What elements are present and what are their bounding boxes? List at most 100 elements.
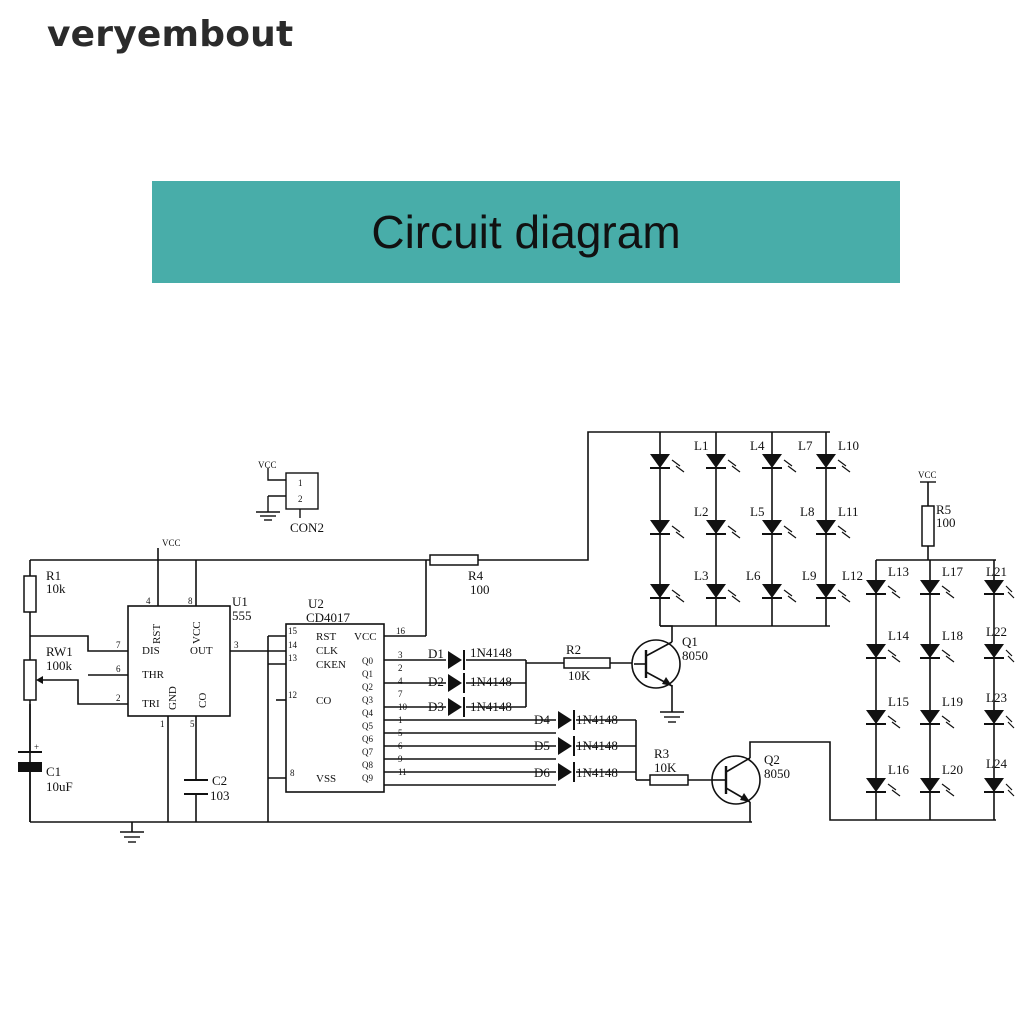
ic-u1-555: U1 555 DIS THR TRI OUT RST VCC GND CO 4 … <box>116 594 252 729</box>
u1-num-6: 6 <box>116 664 121 674</box>
u2-pin-cken: CKEN <box>316 659 346 671</box>
led-l1-label: L1 <box>694 438 708 453</box>
led-l8: L8 <box>762 504 814 539</box>
q1-type: 8050 <box>682 648 708 663</box>
led-l17-label: L17 <box>942 564 963 579</box>
u2-outnum-8: 9 <box>398 754 403 764</box>
led-l8-label: L8 <box>800 504 814 519</box>
u2-out-q3: Q3 <box>362 695 373 705</box>
diode-d2: D2 1N4148 <box>428 673 512 693</box>
led-l23-label: L23 <box>986 690 1007 705</box>
u2-out-q8: Q8 <box>362 760 373 770</box>
d1-type: 1N4148 <box>470 645 512 660</box>
capacitor-c1: + C1 10uF <box>18 742 73 794</box>
d5-name: D5 <box>534 738 550 753</box>
led-l13: L13 <box>866 564 909 599</box>
d3-name: D3 <box>428 699 444 714</box>
led-l6: L6 <box>706 568 761 603</box>
u2-outnum-5: 1 <box>398 715 403 725</box>
potentiometer-rw1: RW1 100k <box>23 644 73 701</box>
u2-name: U2 <box>308 596 324 611</box>
led-l18-label: L18 <box>942 628 963 643</box>
diode-d1: D1 1N4148 <box>428 645 512 670</box>
r2-name: R2 <box>566 642 581 657</box>
banner-title: Circuit diagram <box>371 206 681 258</box>
u2-out-q4: Q4 <box>362 708 373 718</box>
d5-type: 1N4148 <box>576 738 618 753</box>
diode-d5: D5 1N4148 <box>534 736 618 756</box>
transistor-q2: Q2 8050 <box>711 752 790 805</box>
led-l22: L22 <box>984 624 1015 663</box>
u2-out-q9: Q9 <box>362 773 373 783</box>
rw1-name: RW1 <box>46 644 73 659</box>
u2-pin-vcc: VCC <box>354 631 377 643</box>
resistor-r3: R3 10K <box>649 746 689 786</box>
c2-name: C2 <box>212 773 227 788</box>
led-l15-label: L15 <box>888 694 909 709</box>
u2-pin-clk: CLK <box>316 645 338 657</box>
d2-name: D2 <box>428 674 444 689</box>
u2-output-numbers: 3 2 4 7 10 1 5 6 9 11 <box>398 650 408 777</box>
u1-pin-out: OUT <box>190 645 213 657</box>
led-l19: L19 <box>920 694 963 729</box>
led-l23: L23 <box>984 690 1015 729</box>
c1-value: 10uF <box>46 779 73 794</box>
led-l17: L17 <box>920 564 963 599</box>
u1-pin-co: CO <box>197 693 209 708</box>
q2-type: 8050 <box>764 766 790 781</box>
led-matrix-2: L13 L17 L21 L14 L18 L22 <box>866 564 1015 797</box>
u1-num-5: 5 <box>190 719 195 729</box>
led-l10: L10 <box>816 438 859 473</box>
u2-outnum-0: 3 <box>398 650 403 660</box>
con2-pin2: 2 <box>298 494 303 504</box>
u2-out-q5: Q5 <box>362 721 373 731</box>
led-l7-label: L7 <box>798 438 813 453</box>
led-l4: L4 <box>706 438 765 473</box>
r3-name: R3 <box>654 746 669 761</box>
u2-outnum-4: 10 <box>398 702 408 712</box>
u1-pin-vcc: VCC <box>191 621 203 644</box>
led-l16: L16 <box>866 762 909 797</box>
led-l5-label: L5 <box>750 504 764 519</box>
u1-pin-gnd: GND <box>167 686 179 710</box>
u2-outnum-3: 7 <box>398 689 403 699</box>
r4-value: 100 <box>470 582 490 597</box>
con2-vcc-label: VCC <box>258 460 277 470</box>
c1-name: C1 <box>46 764 61 779</box>
led-l24: L24 <box>984 756 1015 797</box>
u2-outnum-1: 2 <box>398 663 403 673</box>
led-l11: L11 <box>816 504 858 539</box>
d6-name: D6 <box>534 765 550 780</box>
u2-out-q6: Q6 <box>362 734 373 744</box>
ground-symbol <box>120 831 144 843</box>
led-l1: L1 <box>650 438 708 473</box>
resistor-r2: R2 10K <box>563 642 611 683</box>
diode-d6: D6 1N4148 <box>534 762 618 782</box>
led-l19-label: L19 <box>942 694 963 709</box>
led-l14-label: L14 <box>888 628 909 643</box>
u2-num-15: 15 <box>288 626 298 636</box>
connector-con2: VCC 1 2 CON2 <box>256 460 324 535</box>
q2-name: Q2 <box>764 752 780 767</box>
d6-type: 1N4148 <box>576 765 618 780</box>
con2-pin1: 1 <box>298 478 303 488</box>
diode-d4: D4 1N4148 <box>534 710 618 730</box>
u1-pin-thr: THR <box>142 669 165 681</box>
resistor-r5: VCC R5 100 <box>918 470 956 547</box>
u2-out-q1: Q1 <box>362 669 373 679</box>
led-l4-label: L4 <box>750 438 765 453</box>
led-l10-label: L10 <box>838 438 859 453</box>
u1-num-4: 4 <box>146 596 151 606</box>
u1-name: U1 <box>232 594 248 609</box>
q1-name: Q1 <box>682 634 698 649</box>
u2-num-12: 12 <box>288 690 297 700</box>
r4-name: R4 <box>468 568 484 583</box>
c2-value: 103 <box>210 788 230 803</box>
led-l3-label: L3 <box>694 568 708 583</box>
led-l16-label: L16 <box>888 762 909 777</box>
led-l2: L2 <box>650 504 708 539</box>
resistor-r1: R1 10k <box>23 568 66 613</box>
u2-num-8: 8 <box>290 768 295 778</box>
led-l3: L3 <box>650 568 708 603</box>
